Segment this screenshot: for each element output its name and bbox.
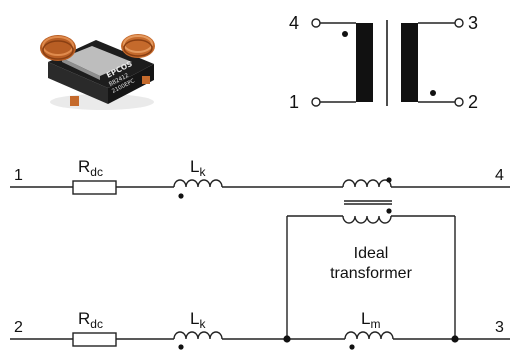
equivalent-circuit: 1 4 Rdc Lk Ideal transformer 2 xyxy=(10,157,510,350)
junction-right xyxy=(451,335,459,343)
component-photo: EPCOS B82412 2100EPC xyxy=(40,34,155,110)
magnetizing-inductor-dot xyxy=(349,344,355,350)
symbol-terminal-1 xyxy=(311,97,321,107)
symbol-terminal-3 xyxy=(454,18,464,28)
transformer-lower-coil xyxy=(342,215,392,224)
symbol-terminal-2 xyxy=(454,97,464,107)
left-winding-block xyxy=(356,23,373,102)
top-inductor-dot xyxy=(178,193,184,199)
ideal-transformer-label-line1: Ideal xyxy=(354,245,389,262)
transformer-lower-dot xyxy=(386,208,392,214)
symbol-pin-2: 2 xyxy=(468,92,478,112)
top-leakage-inductor xyxy=(173,179,223,188)
bottom-inductor-dot xyxy=(178,344,184,350)
junction-left xyxy=(283,335,291,343)
bottom-right-terminal-label: 3 xyxy=(495,319,504,336)
symbol-pin-4: 4 xyxy=(289,13,299,33)
copper-winding-left xyxy=(40,35,76,61)
bottom-inductor-label: Lk xyxy=(190,309,206,331)
magnetizing-inductor xyxy=(344,331,394,340)
magnetizing-inductor-label: Lm xyxy=(361,309,380,331)
transformer-upper-coil xyxy=(342,179,392,188)
bottom-resistor-label: Rdc xyxy=(78,309,103,331)
transformer-symbol: 4 1 3 2 xyxy=(289,13,478,112)
right-winding-block xyxy=(401,23,418,102)
top-resistor-label: Rdc xyxy=(78,157,103,179)
bottom-resistor xyxy=(72,332,117,347)
bottom-left-terminal-label: 2 xyxy=(14,319,23,336)
symbol-pin-1: 1 xyxy=(289,92,299,112)
transformer-upper-dot xyxy=(386,177,392,183)
top-resistor xyxy=(72,180,117,195)
top-right-terminal-label: 4 xyxy=(495,167,504,184)
symbol-pin-3: 3 xyxy=(468,13,478,33)
polarity-dot-left xyxy=(342,31,348,37)
bottom-leakage-inductor xyxy=(173,331,223,340)
ideal-transformer-label-line2: transformer xyxy=(330,265,412,282)
polarity-dot-right xyxy=(430,90,436,96)
top-left-terminal-label: 1 xyxy=(14,167,23,184)
copper-winding-right xyxy=(121,34,155,58)
symbol-terminal-4 xyxy=(311,18,321,28)
top-inductor-label: Lk xyxy=(190,157,206,179)
